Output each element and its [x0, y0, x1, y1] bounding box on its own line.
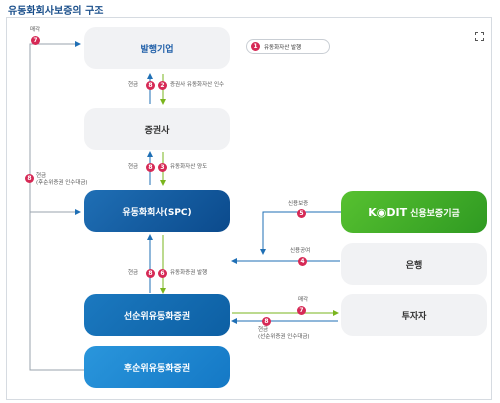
note-text: 유동화자산 발행: [264, 44, 302, 51]
guarantee-line: [260, 211, 345, 255]
label-sell-top: 매각: [30, 27, 41, 33]
node-securities: 증권사: [84, 108, 230, 150]
node-investor: 투자자: [341, 294, 487, 336]
legend-note: 1 유동화자산 발행: [246, 39, 330, 54]
node-bank: 은행: [341, 243, 487, 285]
node-issuer: 발행기업: [84, 27, 230, 69]
badge-cash-inv: 8: [262, 317, 271, 326]
badge-cash3: 8: [146, 269, 155, 278]
label-cash3: 현금: [128, 270, 139, 276]
label-guarantee: 신용보증: [288, 201, 309, 207]
badge-guarantee: 5: [297, 209, 306, 218]
node-spc: 유동화회사(SPC): [84, 190, 230, 232]
node-senior: 선순위유동화증권: [84, 294, 230, 336]
badge-issue: 6: [158, 269, 167, 278]
kodit-label: 신용보증기금: [410, 208, 460, 219]
label-cash-junior: 현금 (후순위증권 인수대금): [36, 173, 88, 186]
label-issue: 유동화증권 발행: [170, 270, 208, 276]
page-title: 유동화회사보증의 구조: [8, 6, 104, 17]
note-badge: 1: [251, 42, 260, 51]
node-kodit: K◉DIT 신용보증기금: [341, 191, 487, 233]
kodit-logo: K◉DIT: [368, 205, 408, 219]
badge-cash2: 8: [146, 163, 155, 172]
badge-cash-junior: 8: [25, 174, 34, 183]
badge-sell-inv: 7: [297, 306, 306, 315]
sell-top-line: [29, 41, 84, 371]
badge-credit: 4: [298, 257, 307, 266]
badge-cash1: 8: [146, 81, 155, 90]
label-cash-inv: 현금 (선순위증권 인수대금): [258, 327, 310, 340]
node-junior: 후순위유동화증권: [84, 346, 230, 388]
badge-sell-top: 7: [31, 36, 40, 45]
label-cash1: 현금: [128, 82, 139, 88]
expand-icon[interactable]: [474, 31, 484, 41]
badge-transfer: 3: [158, 163, 167, 172]
badge-acq1: 2: [158, 81, 167, 90]
label-credit: 신용공여: [290, 248, 311, 254]
label-sell-inv: 매각: [298, 297, 309, 303]
label-acq1: 증권사 유동화자산 인수: [170, 82, 225, 88]
label-transfer: 유동화자산 양도: [170, 164, 208, 170]
label-cash2: 현금: [128, 164, 139, 170]
